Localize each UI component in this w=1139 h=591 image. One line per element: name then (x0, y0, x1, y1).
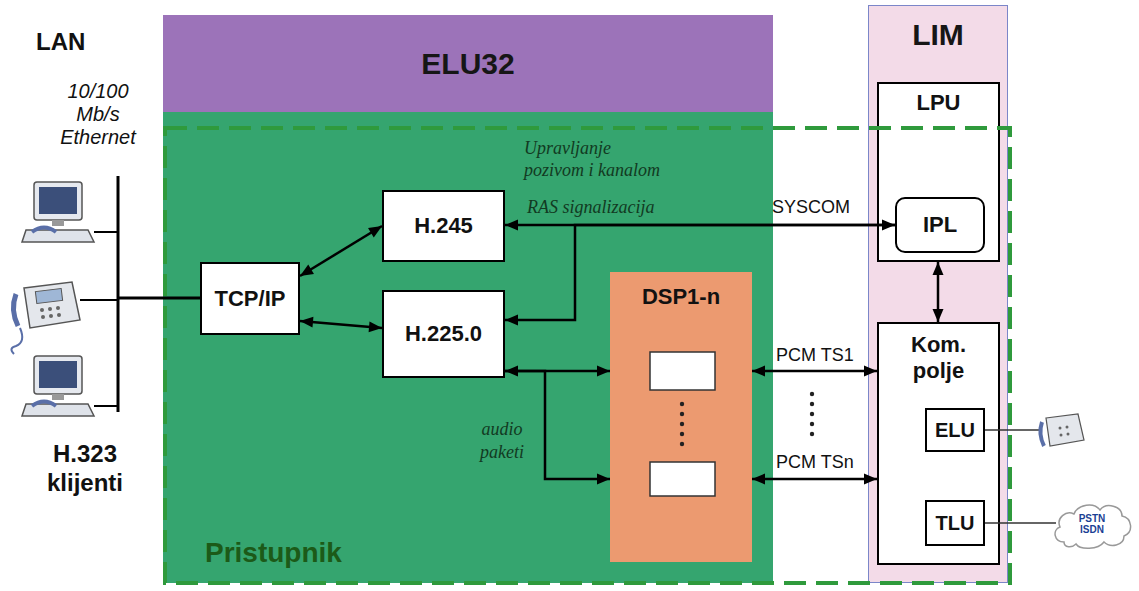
gateway-region: Pristupnik TCP/IP H.245H.225.0 DSP1-n (163, 112, 773, 583)
node-label: LPU (917, 90, 961, 116)
connector (300, 226, 382, 276)
node-label: IPL (923, 212, 957, 238)
line-unit-box: ELU (925, 408, 985, 452)
node-label: ELU32 (421, 47, 514, 81)
annotation-label: LAN (36, 28, 85, 56)
node-label: ELU (935, 419, 975, 442)
node-label: Kom. polje (899, 332, 979, 384)
processor-box: LPU IPL (877, 82, 1000, 262)
dsp-channel (650, 352, 715, 390)
computer-icon (22, 182, 94, 242)
connector (300, 317, 382, 333)
connector (985, 523, 1056, 524)
annotation-label: RAS signalizacija (527, 197, 655, 218)
switching-field-box: Kom. poljeELU TLU (877, 322, 1000, 565)
lan-wire (80, 299, 118, 301)
node-label: TLU (936, 512, 975, 535)
protocol-box: TCP/IP (200, 262, 300, 335)
annotation-label: Upravljanje pozivom i kanalom (524, 138, 674, 181)
computer-icon (22, 356, 94, 416)
connector (505, 371, 610, 485)
lan-wire (94, 231, 118, 233)
connector (752, 366, 877, 377)
connector (933, 262, 944, 322)
ellipsis-dots (680, 392, 814, 446)
node-label: PSTN ISDN (1073, 513, 1111, 535)
node-label: LIM (912, 18, 964, 52)
signal-label: SYSCOM (772, 197, 850, 218)
node-label: DSP1-n (642, 284, 720, 310)
annotation-label: audio paketi (470, 418, 534, 465)
lan-wire (118, 297, 200, 300)
node-label: H.245 (414, 213, 473, 239)
lan-wire (94, 405, 118, 407)
gateway-outline (165, 128, 1010, 583)
lan-bus (117, 176, 120, 412)
node-label: H.225.0 (405, 321, 482, 347)
annotation-label: 10/100 Mb/s Ethernet (52, 80, 144, 149)
dsp-block: DSP1-n (610, 272, 752, 562)
node-label: Pristupnik (205, 537, 342, 569)
protocol-box: H.225.0 (382, 290, 505, 378)
network-cloud: PSTN ISDN (1050, 498, 1134, 550)
signal-label: PCM TSn (776, 452, 854, 473)
phone-wire (985, 429, 1040, 431)
board-band: ELU32 (163, 15, 773, 112)
protocol-box: H.245 (382, 190, 505, 262)
node-label: TCP/IP (215, 286, 286, 312)
connector (752, 474, 877, 485)
annotation-label: H.323 klijenti (20, 440, 150, 498)
signal-label: PCM TS1 (776, 345, 854, 366)
line-unit-box: TLU (925, 500, 985, 546)
dsp-channel (650, 462, 715, 496)
phone-icon (1040, 414, 1084, 446)
connector (505, 225, 895, 326)
phone-icon (11, 282, 80, 354)
ipl-box: IPL (895, 197, 985, 253)
